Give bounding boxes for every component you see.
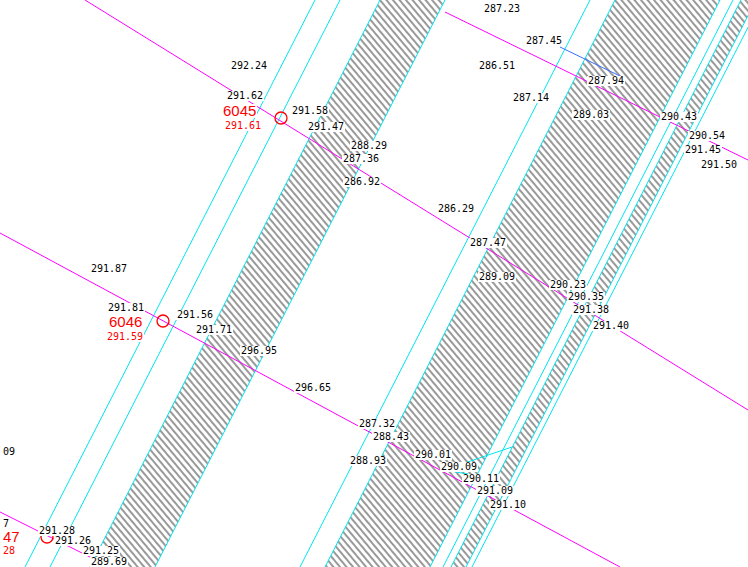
elevation-label: 290.23 — [549, 280, 587, 290]
elevation-label: 291.38 — [572, 305, 610, 315]
slope-hatching — [90, 0, 748, 567]
elevation-label: 290.35 — [567, 292, 605, 302]
elevation-label: 7 — [2, 519, 10, 529]
elevation-label: 291.56 — [176, 310, 214, 320]
elevation-label: 291.87 — [90, 264, 128, 274]
elevation-label: 291.59 — [106, 332, 144, 342]
elevation-label: 290.43 — [660, 112, 698, 122]
blue-segment — [560, 47, 620, 76]
station-markers — [41, 112, 287, 543]
elevation-label: 291.81 — [107, 303, 145, 313]
elevation-label: 287.32 — [358, 419, 396, 429]
elevation-label: 290.54 — [688, 131, 726, 141]
elevation-label: 292.24 — [230, 61, 268, 71]
station-number: 47 — [2, 530, 21, 544]
elevation-label: 287.36 — [342, 154, 380, 164]
elevation-label: 288.29 — [350, 141, 388, 151]
elevation-label: 289.69 — [90, 557, 128, 567]
elevation-label: 291.10 — [489, 500, 527, 510]
elevation-label: 287.45 — [525, 36, 563, 46]
elevation-label: 291.09 — [476, 486, 514, 496]
elevation-label: 291.58 — [291, 106, 329, 116]
elevation-label: 296.65 — [294, 383, 332, 393]
elevation-label: 291.28 — [38, 526, 76, 536]
elevation-label: 288.43 — [372, 432, 410, 442]
station-number: 6045 — [222, 104, 257, 118]
elevation-label: 288.93 — [349, 456, 387, 466]
station-number: 6046 — [108, 315, 143, 329]
elevation-label: 287.94 — [587, 76, 625, 86]
elevation-label: 296.95 — [240, 346, 278, 356]
elevation-label: 291.40 — [592, 321, 630, 331]
elevation-label: 287.14 — [512, 93, 550, 103]
elevation-label: 291.25 — [82, 546, 120, 556]
elevation-label: 28 — [2, 546, 16, 556]
elevation-label: 290.01 — [414, 450, 452, 460]
edge-lines — [25, 0, 748, 567]
elevation-label: 291.61 — [224, 121, 262, 131]
elevation-label: 09 — [2, 447, 16, 457]
elevation-label: 286.29 — [437, 204, 475, 214]
elevation-label: 287.23 — [483, 4, 521, 14]
elevation-label: 287.47 — [469, 238, 507, 248]
elevation-label: 291.47 — [307, 122, 345, 132]
elevation-label: 290.09 — [440, 462, 478, 472]
elevation-label: 289.09 — [478, 272, 516, 282]
elevation-label: 289.03 — [572, 110, 610, 120]
elevation-label: 291.71 — [195, 325, 233, 335]
elevation-label: 291.62 — [226, 91, 264, 101]
elevation-label: 286.51 — [478, 61, 516, 71]
elevation-label: 291.45 — [684, 145, 722, 155]
elevation-label: 286.92 — [343, 177, 381, 187]
elevation-label: 291.26 — [54, 536, 92, 546]
elevation-label: 291.50 — [700, 160, 738, 170]
elevation-label: 290.11 — [462, 474, 500, 484]
